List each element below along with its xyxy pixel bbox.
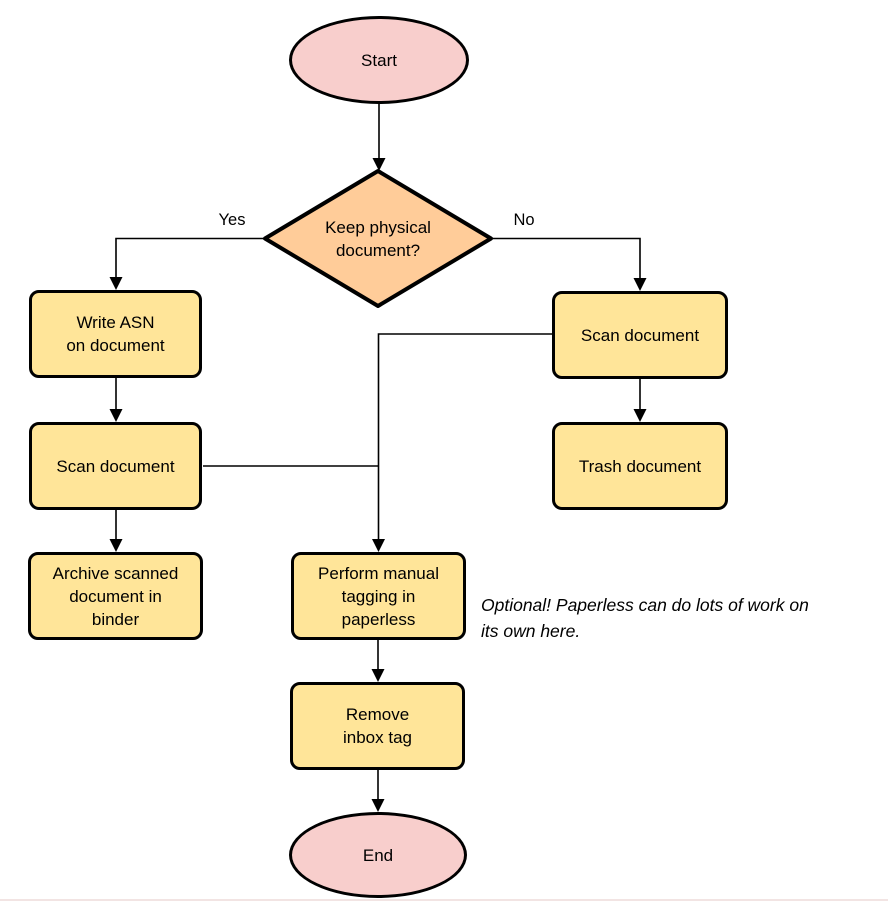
edge-scan-right-to-tagging (377, 333, 552, 541)
decision-diamond-shape (263, 169, 493, 308)
node-write-asn: Write ASN on document (29, 290, 202, 378)
arrowhead-start-to-decision (372, 158, 386, 171)
arrowhead-tagging-to-remove-inbox (371, 669, 385, 682)
arrowhead-decision-to-write-asn (109, 277, 123, 290)
node-scan-document-left: Scan document (29, 422, 202, 510)
node-archive-binder: Archive scanned document in binder (28, 552, 203, 640)
edge-decision-to-scan-right (491, 237, 641, 280)
edge-decision-to-write-asn (115, 237, 265, 279)
node-scan-document-right: Scan document (552, 291, 728, 379)
arrowhead-scan-right-to-trash (633, 409, 647, 422)
node-trash-document: Trash document (552, 422, 728, 510)
node-start: Start (289, 16, 469, 104)
page-edge-divider (0, 899, 888, 901)
arrowhead-write-asn-to-scan-left (109, 409, 123, 422)
arrowhead-scan-left-to-archive (109, 539, 123, 552)
node-remove-inbox-tag: Remove inbox tag (290, 682, 465, 770)
node-end: End (289, 812, 467, 898)
note-optional: Optional! Paperless can do lots of work … (481, 595, 809, 641)
node-manual-tagging: Perform manual tagging in paperless (291, 552, 466, 640)
arrowhead-remove-inbox-to-end (371, 799, 385, 812)
arrowhead-merge-to-tagging (372, 539, 385, 552)
arrowhead-decision-to-scan-right (633, 278, 647, 291)
node-decision-label: Keep physical document? (325, 217, 431, 260)
edge-label-yes: Yes (206, 211, 258, 230)
edge-label-no: No (498, 211, 550, 230)
